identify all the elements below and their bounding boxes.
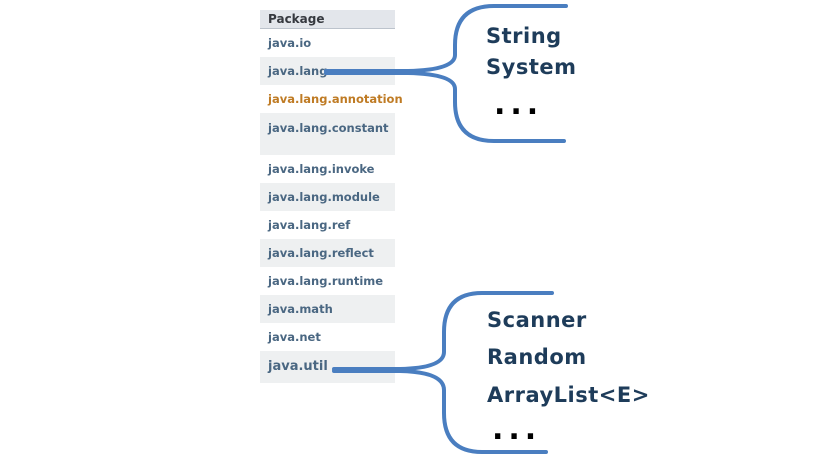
package-row-java-net[interactable]: java.net: [268, 330, 321, 344]
java-util-ellipsis: ...: [492, 412, 542, 447]
java-util-class-scanner: Scanner: [487, 308, 587, 332]
java-lang-class-system: System: [486, 55, 577, 79]
package-row-java-lang-ref[interactable]: java.lang.ref: [268, 218, 351, 232]
package-row-java-lang-annotation[interactable]: java.lang.annotation: [268, 92, 403, 106]
package-table: Package java.io java.lang java.lang.anno…: [260, 10, 403, 383]
package-row-java-math[interactable]: java.math: [260, 295, 395, 323]
package-column-header: Package: [260, 10, 395, 29]
java-lang-ellipsis: ...: [494, 87, 544, 122]
package-row-java-lang-module[interactable]: java.lang.module: [260, 183, 395, 211]
package-row-java-lang-runtime[interactable]: java.lang.runtime: [268, 274, 384, 288]
java-util-class-arraylist: ArrayList<E>: [487, 383, 650, 407]
java-util-brace: [332, 291, 554, 454]
package-row-java-io[interactable]: java.io: [268, 36, 312, 50]
package-row-java-lang-constant[interactable]: java.lang.constant: [260, 113, 395, 155]
java-util-class-random: Random: [487, 345, 587, 369]
package-row-java-lang-reflect[interactable]: java.lang.reflect: [260, 239, 395, 267]
java-lang-class-string: String: [486, 24, 562, 48]
java-lang-brace: [324, 4, 568, 143]
package-row-java-lang-invoke[interactable]: java.lang.invoke: [268, 162, 375, 176]
